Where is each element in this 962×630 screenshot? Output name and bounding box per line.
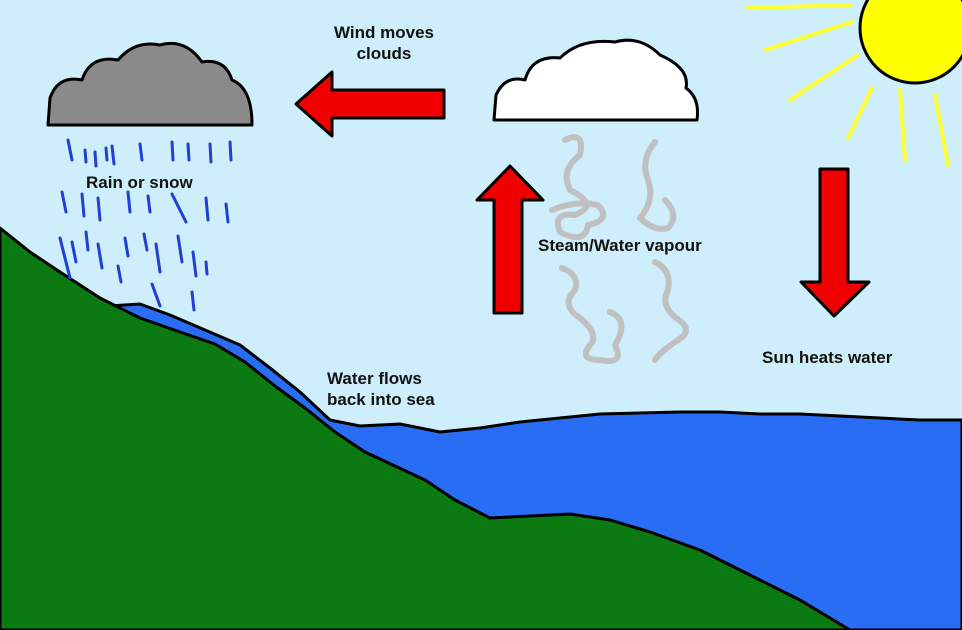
rain-label: Rain or snow (86, 173, 193, 192)
wind-label: Wind moves clouds (318, 22, 450, 64)
sun-icon (746, 0, 962, 167)
arrow-up-icon (475, 164, 545, 315)
steam-label: Steam/Water vapour (538, 236, 702, 255)
wind-label-line1: Wind moves (334, 23, 434, 42)
arrow-down-icon (799, 167, 871, 318)
white-cloud-icon (492, 38, 699, 122)
water-flows-line2: back into sea (327, 390, 435, 409)
rain-cloud-icon (46, 41, 254, 127)
land (0, 226, 852, 630)
arrow-left-icon (294, 70, 446, 138)
sun-heats-label: Sun heats water (762, 348, 893, 367)
vapour-squiggles (549, 134, 689, 364)
wind-label-line2: clouds (356, 44, 412, 63)
water-flows-label: Water flows back into sea (327, 368, 435, 410)
rain-drops (58, 138, 233, 312)
water-flows-line1: Water flows (327, 369, 422, 388)
